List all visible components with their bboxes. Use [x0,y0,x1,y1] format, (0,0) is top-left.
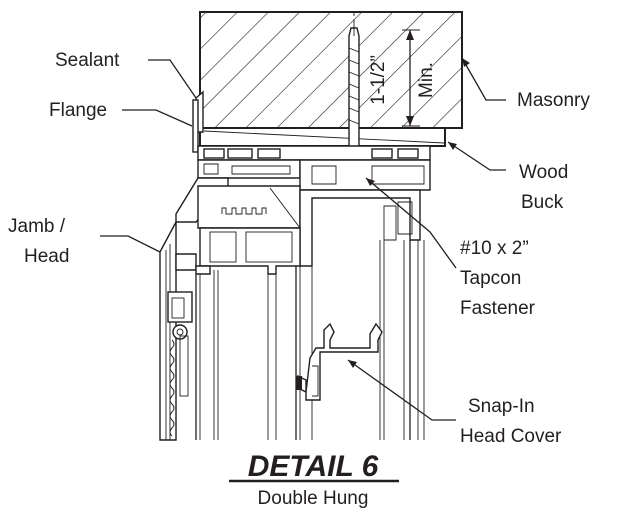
label-head-cover-2: Head Cover [460,426,562,447]
window-flange [192,99,199,153]
label-head-cover-1: Snap-In [468,396,535,417]
wood-buck [199,127,446,147]
label-jamb-head-1: Jamb / [8,216,66,237]
detail-subtitle: Double Hung [258,488,369,509]
label-sealant: Sealant [55,50,120,71]
dimension-min-embed: 1-1/2” Min. [368,29,437,127]
label-masonry: Masonry [517,90,590,111]
label-flange: Flange [49,100,107,121]
leader-lines [100,57,506,421]
label-jamb-head-2: Head [24,246,69,267]
masonry-block [199,11,463,129]
label-fastener-1: #10 x 2” [460,238,529,259]
label-fastener-3: Fastener [460,298,536,319]
dimension-value: 1-1/2” [368,55,389,105]
dimension-qualifier: Min. [416,62,437,98]
snap-in-head-cover [296,322,383,401]
window-frame-profile [159,145,431,441]
label-wood-buck-2: Buck [521,192,564,213]
detail-title: DETAIL 6 [248,450,379,483]
label-wood-buck-1: Wood [519,162,568,183]
label-fastener-2: Tapcon [460,268,521,289]
